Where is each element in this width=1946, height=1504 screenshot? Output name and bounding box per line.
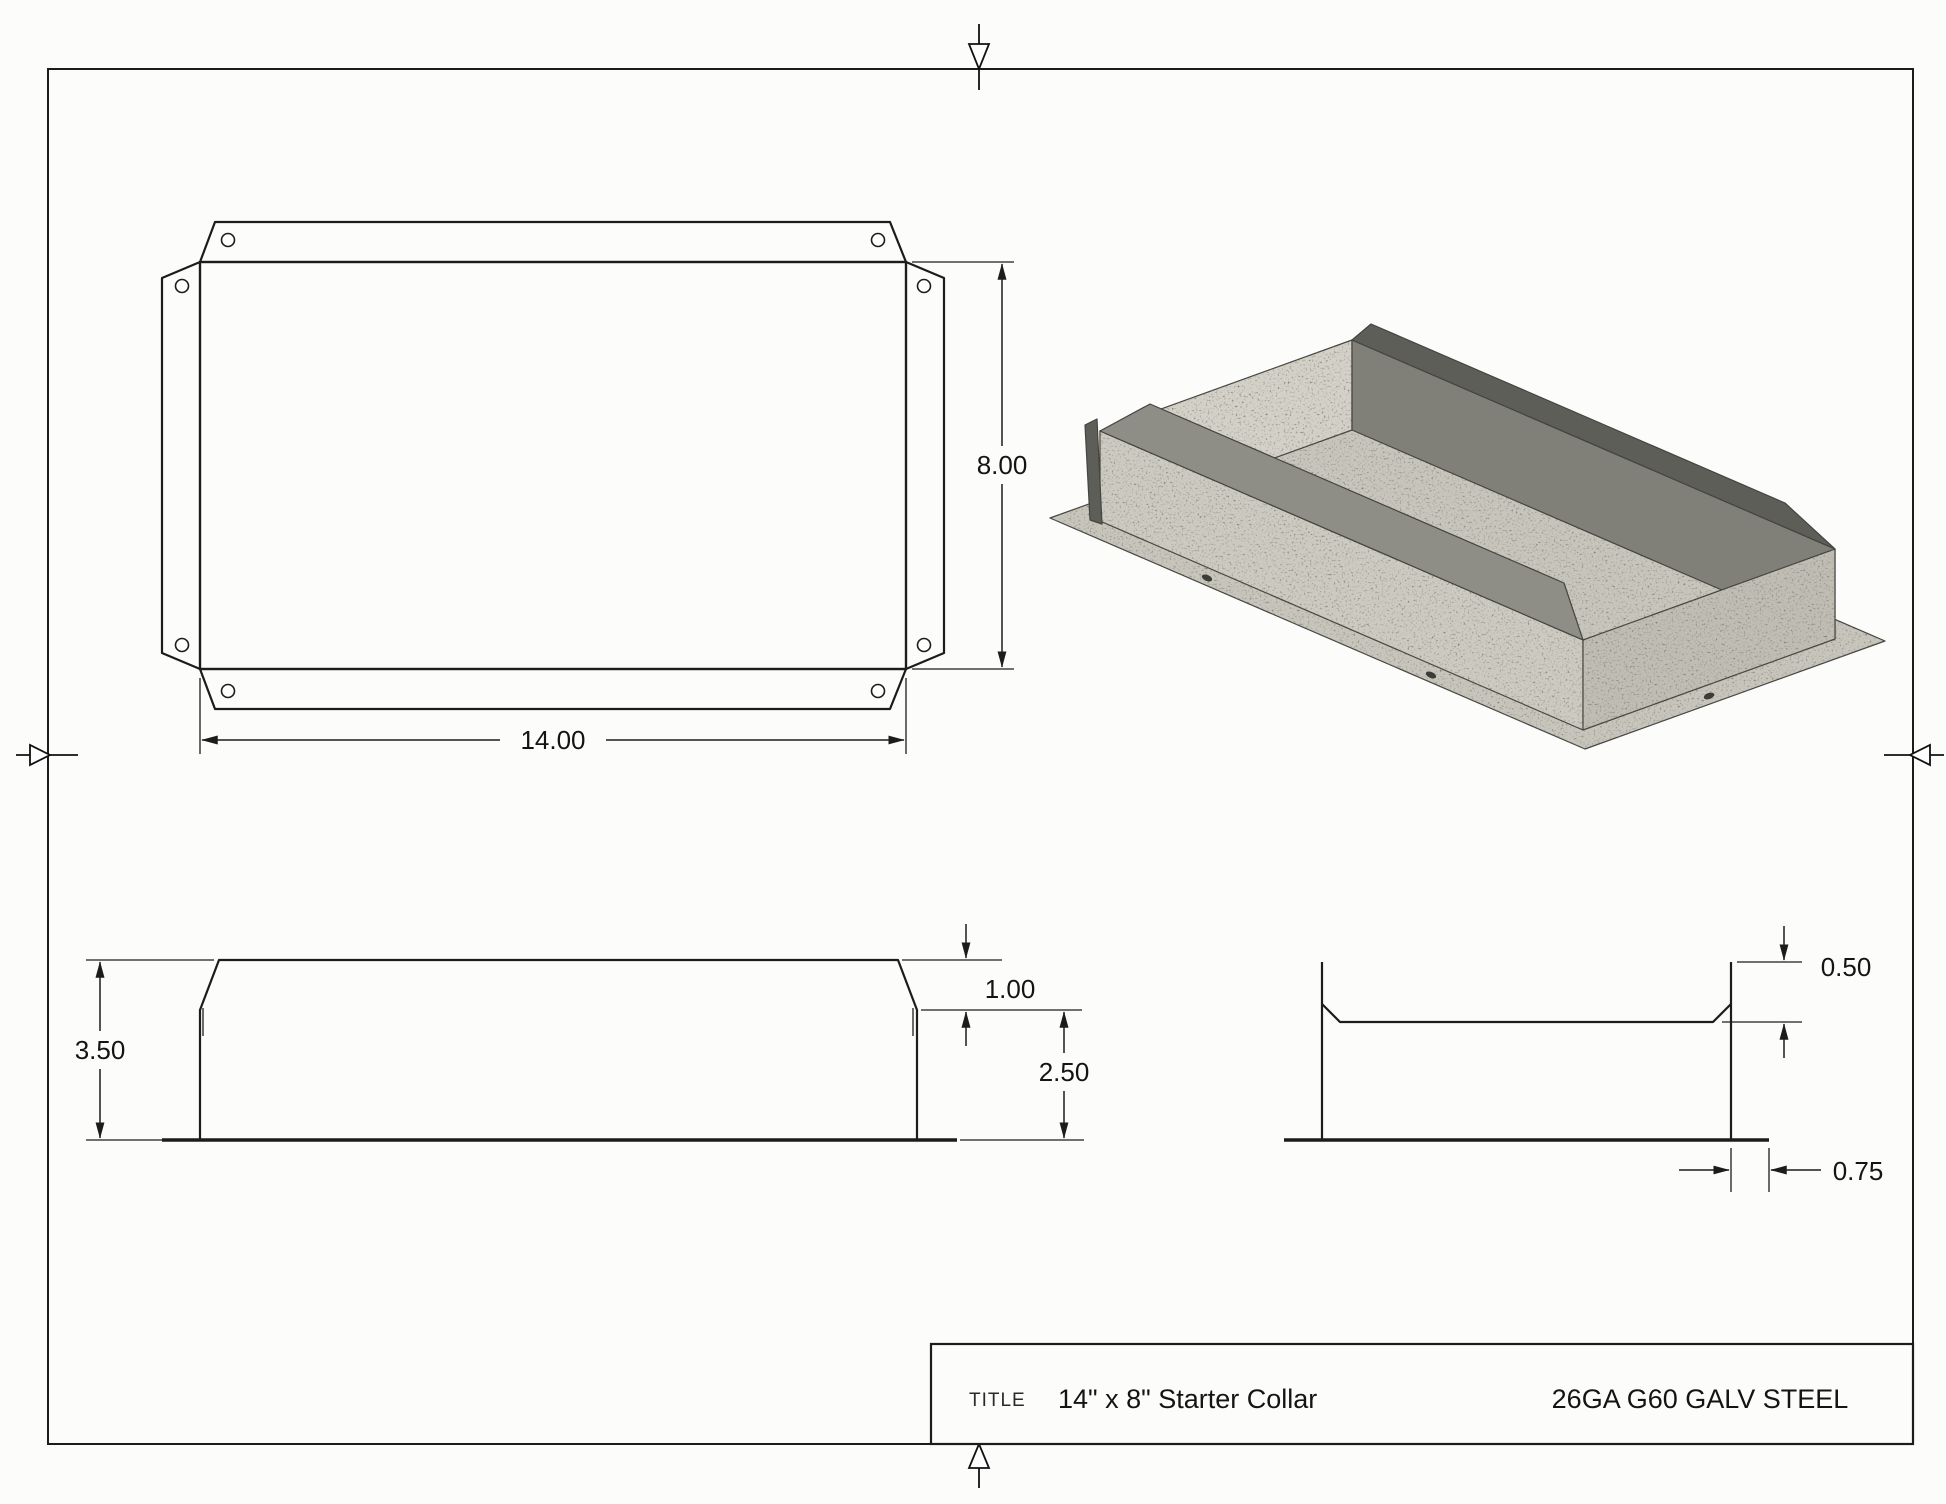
dim-plan-height: 8.00 [912,261,1034,670]
mounting-hole [916,278,932,294]
iso-dark-faces-front [1084,403,1715,700]
plan-view: 8.00 14.00 [160,220,1034,758]
plan-tab-bottom [198,667,908,711]
dim-text-front-total-height: 3.50 [75,1035,126,1065]
dim-text-front-wall-height: 2.50 [1039,1057,1090,1087]
iso-far-wall-top-band [1351,323,1836,550]
side-top-fold-line [1321,1003,1732,1024]
mounting-hole [174,278,190,294]
plan-tab-top [198,220,908,264]
title-block: TITLE 14" x 8" Starter Collar 26GA G60 G… [929,1342,1915,1446]
dim-front-wall-height: 2.50 [960,1011,1098,1141]
mounting-hole [220,232,236,248]
dim-plan-width: 14.00 [199,678,907,758]
dim-text-front-taper-height: 1.00 [985,974,1036,1004]
dim-front-total-height: 3.50 [66,959,214,1141]
plan-flange-tabs [160,220,946,711]
iso-near-short-wall [1582,548,1836,731]
dim-text-plan-width: 14.00 [520,725,585,755]
title-block-outline [929,1342,1915,1446]
sheet-border [47,68,1914,1445]
mounting-hole [916,637,932,653]
iso-flange-hole [1201,574,1213,582]
mounting-hole [870,683,886,699]
dim-front-taper-height: 1.00 [902,924,1082,1046]
drawing-title: 14" x 8" Starter Collar [1058,1384,1317,1414]
side-view: 0.50 0.75 [1284,926,1883,1192]
center-marks [16,24,1944,1488]
center-mark-top-icon [967,24,991,90]
iso-near-wall-top-band [1099,403,1584,641]
center-mark-left-icon [16,743,78,767]
mounting-hole [220,683,236,699]
plan-tab-right [904,260,946,671]
plan-holes [174,232,932,699]
iso-flange-hole [1425,671,1437,679]
front-profile-outline [198,958,919,1140]
front-view: 3.50 1.00 2.50 [66,924,1098,1142]
iso-flange-hole [1703,692,1715,700]
dim-side-flange-width: 0.75 [1679,1148,1883,1192]
plan-tab-left [160,260,202,671]
drawing-material: 26GA G60 GALV STEEL [1552,1384,1849,1414]
dim-text-side-top-inset: 0.50 [1821,952,1872,982]
mounting-hole [174,637,190,653]
dim-side-top-inset: 0.50 [1722,926,1871,1058]
isometric-view [1049,323,1886,750]
dim-text-plan-height: 8.00 [977,450,1028,480]
plan-body-outline [198,260,908,671]
iso-corner-seam [1084,418,1103,525]
center-mark-right-icon [1884,743,1944,767]
title-block-label: TITLE [969,1390,1026,1411]
mounting-hole [870,232,886,248]
dim-text-side-flange-width: 0.75 [1833,1156,1884,1186]
